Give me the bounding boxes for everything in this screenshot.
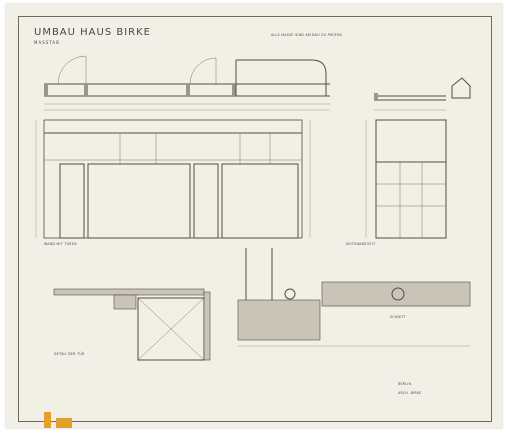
front-elevation [35, 119, 311, 239]
plan-right [374, 77, 471, 111]
footer-line-2: ARCH. BIRKE [398, 391, 422, 395]
sheet-border [18, 16, 492, 422]
front-elevation-caption: WAND MIT TÜREN [44, 242, 77, 246]
door-detail [53, 288, 211, 361]
section-detail-caption: SCHNITT [390, 315, 406, 319]
footer-line-1: BERLIN [398, 382, 412, 386]
tape-corner-left [44, 412, 51, 428]
scale-label: MASSTAB [34, 40, 60, 45]
drawing-sheet [6, 4, 502, 428]
top-note: ALLE MASSE SIND AM BAU ZU PRÜFEN [271, 33, 343, 37]
drawing-title: UMBAU HAUS BIRKE [34, 27, 151, 38]
side-elevation-caption: SEITENANSICHT [346, 242, 376, 246]
tape-corner-right [56, 418, 72, 428]
section-detail [237, 248, 471, 347]
door-detail-caption: DETAIL DER TÜR [54, 352, 85, 356]
side-elevation [365, 119, 447, 239]
plan-top [44, 55, 330, 111]
